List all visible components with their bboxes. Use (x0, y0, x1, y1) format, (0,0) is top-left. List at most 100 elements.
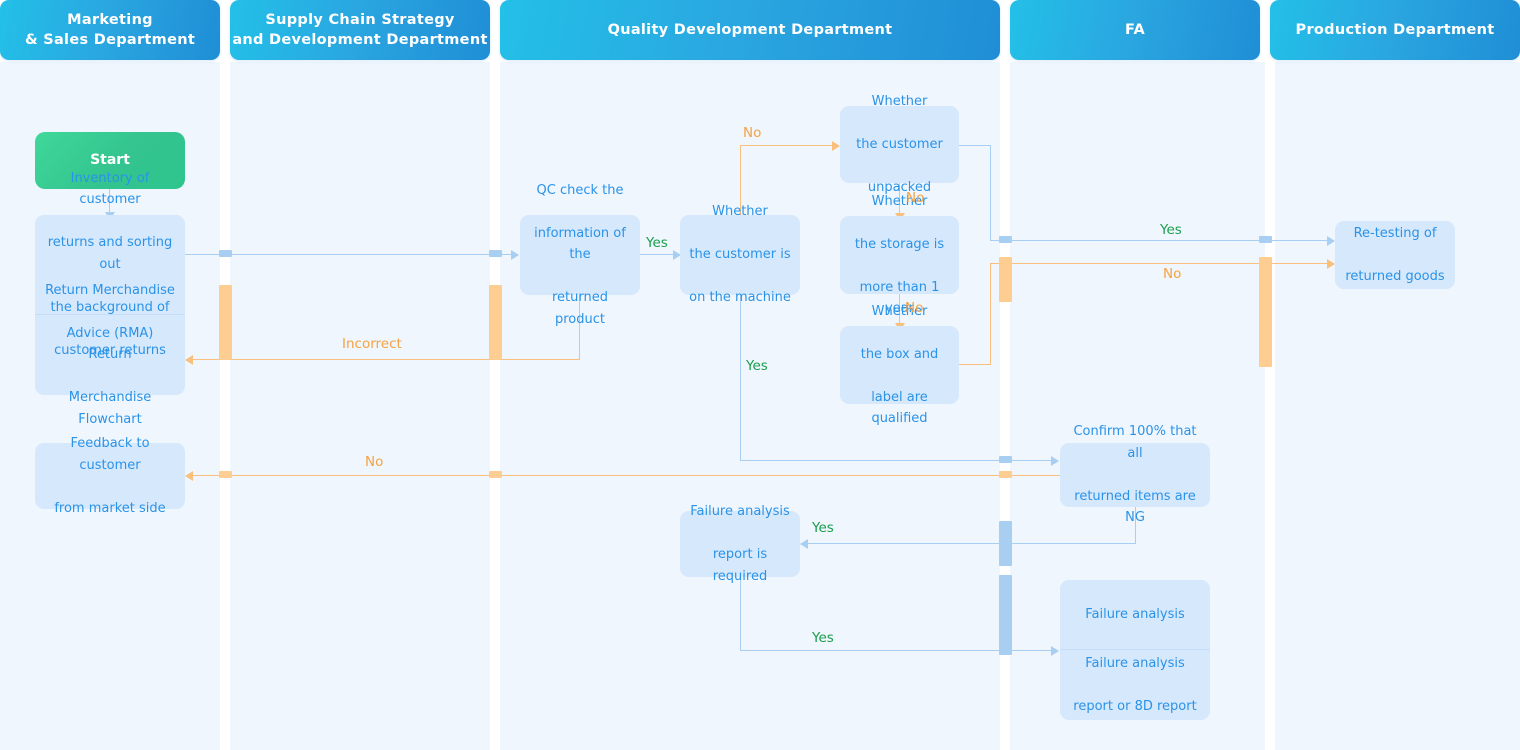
node-failure-analysis-report[interactable]: Failure analysis report or 8D report (1060, 650, 1210, 720)
arrowhead-qc-to-machine (673, 250, 681, 260)
node-inventory[interactable]: Inventory of customer returns and sortin… (35, 171, 185, 358)
arrowhead-far-yes-to-fa (1051, 646, 1059, 656)
node-inventory-line1: Inventory of customer (70, 170, 150, 208)
lane-header-marketing: Marketing & Sales Department (0, 0, 220, 60)
lane-header-supply-chain-line1: Supply Chain Strategy (265, 12, 455, 28)
node-start[interactable]: Start (35, 132, 185, 189)
edge-qc-to-machine (640, 254, 674, 256)
lane-header-quality: Quality Development Department (500, 0, 1000, 60)
node-feedback-line1: Feedback to customer (70, 436, 150, 473)
lane-body-supply-chain (230, 62, 490, 750)
lane-gap-chip-no-feedback-b (489, 471, 502, 478)
edge-label-machine-yes: Yes (746, 358, 768, 374)
node-machine-line2: the customer is (689, 247, 791, 263)
arrowhead-machine-no-to-unpacked (832, 141, 840, 151)
lane-header-fa: FA (1010, 0, 1260, 60)
edge-inventory-to-qc (185, 254, 512, 256)
edge-unpacked-to-storage (899, 178, 901, 216)
node-fa-line1: Failure analysis (1085, 606, 1185, 622)
node-storage-line3: more than 1 year (859, 279, 940, 317)
edge-boxlabel-yes-horizontal (958, 364, 991, 366)
lane-gap-chip-inventory-qc-b (489, 250, 502, 257)
node-rma-line1: Return Merchandise (45, 282, 175, 298)
edge-confirm-yes-horizontal (808, 543, 1136, 545)
arrowhead-confirm-yes-to-far (800, 539, 808, 549)
node-feedback-line2: from market side (54, 500, 166, 516)
node-far-line1: Failure analysis (690, 504, 790, 519)
node-unpacked-line3: unpacked (867, 179, 932, 195)
node-rma[interactable]: Return Merchandise Advice (RMA) Return M… (35, 283, 185, 427)
node-qc-line1: QC check the (536, 182, 624, 198)
node-whether-box-and-label-qualified[interactable]: Whether the box and label are qualified (840, 304, 959, 426)
node-qc-check[interactable]: QC check the information of the returned… (520, 183, 640, 327)
edge-machine-yes-vertical (740, 285, 742, 461)
lane-gap-chip-machine-yes (999, 456, 1012, 463)
node-rma-line3: Merchandise Flowchart (68, 390, 152, 427)
arrowhead-no-to-retest (1327, 259, 1335, 269)
node-confirm-line2: returned items are NG (1074, 488, 1196, 526)
node-boxlabel-line2: the box and (860, 346, 939, 362)
edge-unpacked-yes-vertical (990, 145, 992, 241)
node-failure-analysis-group[interactable]: Failure analysis Failure analysis report… (1060, 580, 1210, 720)
edge-unpacked-yes-horizontal (958, 145, 991, 147)
node-retest-line1: Re-testing of (1353, 225, 1437, 241)
node-whether-customer-unpacked[interactable]: Whether the customer unpacked (840, 94, 959, 195)
node-storage-line1: Whether (871, 193, 928, 209)
node-fa-report-line2: report or 8D report (1073, 698, 1197, 714)
edge-label-no-feedback: No (365, 454, 384, 470)
node-failure-analysis[interactable]: Failure analysis (1060, 580, 1210, 650)
lane-gap-chip-far-yes (999, 575, 1012, 655)
node-machine-line1: Whether (712, 204, 768, 220)
node-rma-line2: Advice (RMA) Return (66, 325, 154, 363)
node-qc-line2: information of the (534, 225, 626, 263)
lane-gap-chip-incorrect-a (489, 285, 502, 360)
node-unpacked-line2: the customer (856, 136, 943, 152)
arrowhead-machine-yes-to-confirm (1051, 456, 1059, 466)
node-boxlabel-line1: Whether (871, 303, 928, 319)
node-inventory-line2: returns and sorting out (47, 235, 173, 272)
lane-header-supply-chain: Supply Chain Strategy and Development De… (230, 0, 490, 60)
lane-header-fa-line1: FA (1124, 22, 1146, 38)
lane-header-marketing-line1: Marketing (67, 12, 153, 28)
edge-label-retest-no: No (1163, 266, 1182, 282)
edge-label-confirm-yes: Yes (812, 520, 834, 536)
edge-label-qc-yes: Yes (646, 235, 668, 251)
lane-gap-chip-retest-no-a (999, 257, 1012, 302)
edge-confirm-no-to-feedback (193, 475, 1060, 477)
node-feedback-to-customer[interactable]: Feedback to customer from market side (35, 436, 185, 516)
edge-machine-no-vertical (740, 146, 742, 224)
arrowhead-inventory-to-qc (511, 250, 519, 260)
edge-boxlabel-yes-vertical (990, 264, 992, 365)
edge-machine-yes-horizontal (740, 460, 1052, 462)
edge-qc-incorrect-horizontal (193, 359, 580, 361)
node-inventory-line3: the background of (50, 299, 170, 315)
edge-boxlabel-to-retest (990, 263, 1328, 265)
node-failure-analysis-report-required[interactable]: Failure analysis report is required (680, 504, 800, 584)
edge-qc-incorrect-vertical (579, 295, 581, 360)
lane-gap-chip-confirm-yes (999, 521, 1012, 566)
node-far-line2: report is required (712, 547, 768, 584)
lane-header-production-line1: Production Department (1295, 22, 1495, 38)
edge-far-yes-horizontal (740, 650, 1056, 652)
node-inventory-line4: customer returns (54, 342, 166, 358)
edge-unpacked-yes-to-retest (990, 240, 1328, 242)
edge-label-retest-yes: Yes (1160, 222, 1182, 238)
lane-gap-chip-no-feedback-a (219, 471, 232, 478)
edge-label-storage-no: No (905, 300, 924, 316)
node-confirm-100-percent-ng[interactable]: Confirm 100% that all returned items are… (1060, 424, 1210, 525)
arrowhead-no-to-feedback (185, 471, 193, 481)
edge-label-incorrect: Incorrect (342, 336, 402, 352)
node-fa-report-line1: Failure analysis (1085, 655, 1185, 671)
node-whether-customer-on-machine[interactable]: Whether the customer is on the machine (680, 204, 800, 305)
node-start-label: Start (90, 151, 130, 168)
edge-label-far-yes: Yes (812, 630, 834, 646)
node-inventory-and-rma[interactable]: Inventory of customer returns and sortin… (35, 171, 185, 427)
node-machine-line3: on the machine (689, 290, 791, 306)
node-retesting-returned-goods[interactable]: Re-testing of returned goods (1335, 221, 1455, 289)
lane-header-marketing-line2: & Sales Department (24, 32, 196, 48)
node-unpacked-line1: Whether (871, 93, 928, 109)
node-whether-storage-more-than-1-year[interactable]: Whether the storage is more than 1 year (840, 194, 959, 316)
edge-start-to-inventory (109, 189, 111, 215)
lane-header-quality-line1: Quality Development Department (607, 22, 893, 38)
